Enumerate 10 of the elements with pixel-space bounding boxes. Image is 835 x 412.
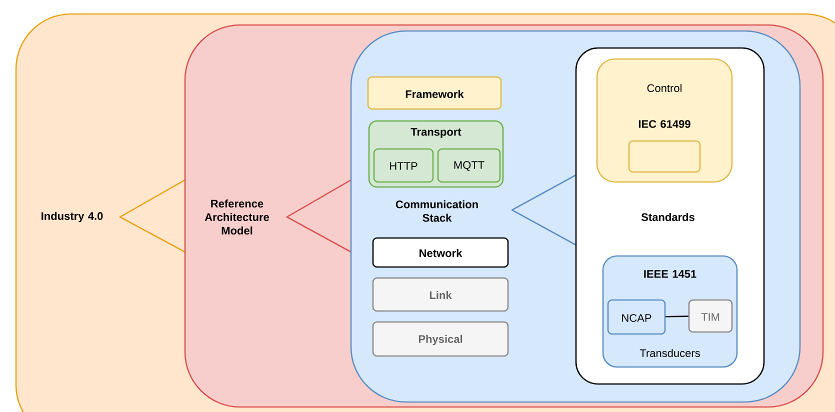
component-box [628, 140, 701, 173]
layer-box: Network [372, 237, 509, 268]
layer-box: Link [372, 277, 509, 312]
layer-box: Framework [367, 76, 502, 110]
layer-box: Physical [372, 321, 509, 357]
protocol-box: HTTP [373, 148, 434, 183]
protocol-box: MQTT [437, 148, 501, 183]
connector-line [666, 316, 688, 318]
component-box: TIM [688, 299, 733, 333]
component-box: NCAP [607, 299, 666, 335]
